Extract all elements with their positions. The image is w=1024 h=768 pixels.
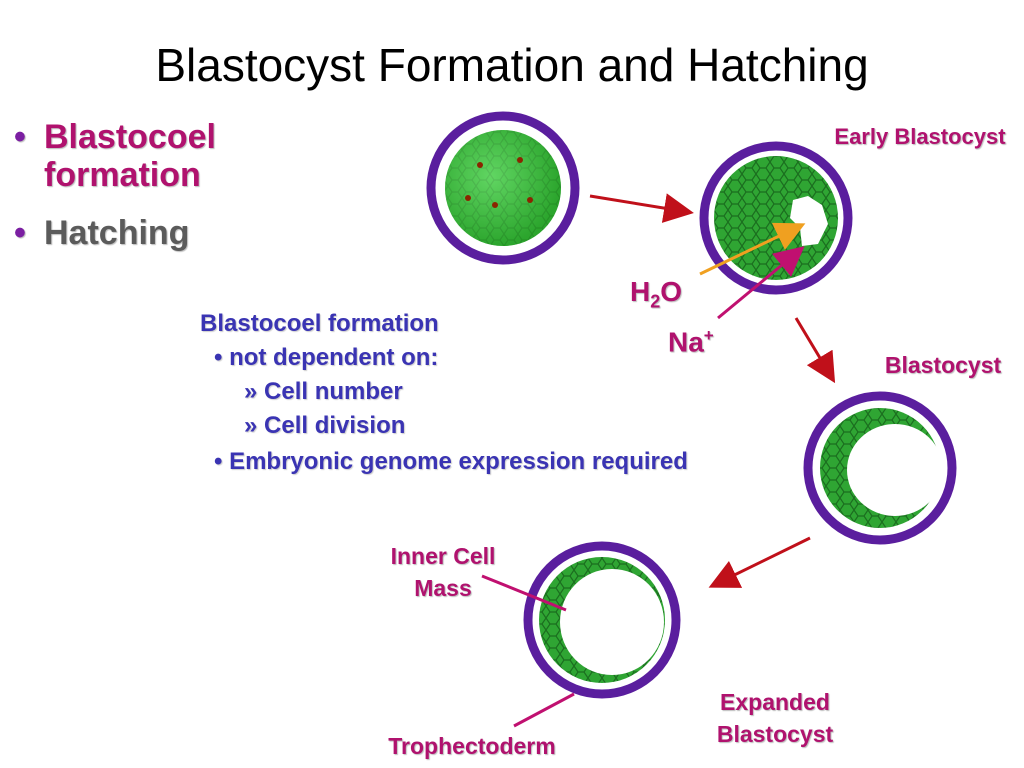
notes-sub-text: Cell division <box>264 412 406 439</box>
inner-cell-mass-pointer <box>481 574 567 612</box>
arrow-early-to-blastocyst <box>794 317 836 384</box>
na-arrow <box>717 246 805 320</box>
bullet-blastocoel-formation: • Blastocoel formation <box>14 118 264 194</box>
label-expanded-blastocyst: Expanded Blastocyst <box>716 689 834 747</box>
notes-sub-cell-division: » Cell division <box>244 412 405 440</box>
chevron-double-right-icon: » <box>244 378 258 405</box>
h2o-tail: O <box>660 276 683 307</box>
h2o-base: H <box>630 276 651 307</box>
morula-embryo <box>426 111 580 265</box>
page-title: Blastocyst Formation and Hatching <box>155 39 869 91</box>
h2o-arrow <box>699 222 806 276</box>
notes-item-text: Embryonic genome expression required <box>229 448 688 475</box>
notes-heading: Blastocoel formation <box>200 310 439 337</box>
notes-sub-cell-number: » Cell number <box>244 378 403 406</box>
na-superscript: + <box>703 326 714 345</box>
notes-item-text: not dependent on: <box>229 344 439 371</box>
bullet-dot-icon: • <box>14 118 26 156</box>
bullet-hatching: • Hatching <box>14 214 189 252</box>
bullet-text: Blastocoel formation <box>44 118 216 194</box>
label-h2o: H2O <box>630 276 682 313</box>
bullet-dot-icon: • <box>214 448 223 475</box>
chevron-double-right-icon: » <box>244 412 258 439</box>
label-inner-cell-mass: Inner Cell Mass <box>390 543 496 601</box>
bullet-dot-icon: • <box>14 214 26 252</box>
bullet-text: Hatching <box>44 214 190 252</box>
notes-item-not-dependent: • not dependent on: <box>214 344 438 372</box>
arrow-morula-to-early <box>589 193 694 223</box>
trophectoderm-pointer <box>513 692 575 728</box>
label-blastocyst: Blastocyst <box>884 352 1002 378</box>
na-base: Na <box>668 326 704 358</box>
blastocyst-embryo <box>803 391 957 545</box>
label-trophectoderm: Trophectoderm <box>388 733 556 759</box>
early-blastocyst-embryo <box>699 141 853 295</box>
notes-sub-text: Cell number <box>264 378 403 405</box>
bullet-dot-icon: • <box>214 344 223 371</box>
label-na: Na+ <box>668 326 714 358</box>
notes-item-genome-expression: • Embryonic genome expression required <box>214 448 688 476</box>
expanded-blastocyst-embryo <box>523 541 681 699</box>
arrow-blastocyst-to-expanded <box>708 536 811 588</box>
label-early-blastocyst: Early Blastocyst <box>834 124 1006 149</box>
h2o-subscript: 2 <box>650 291 661 312</box>
